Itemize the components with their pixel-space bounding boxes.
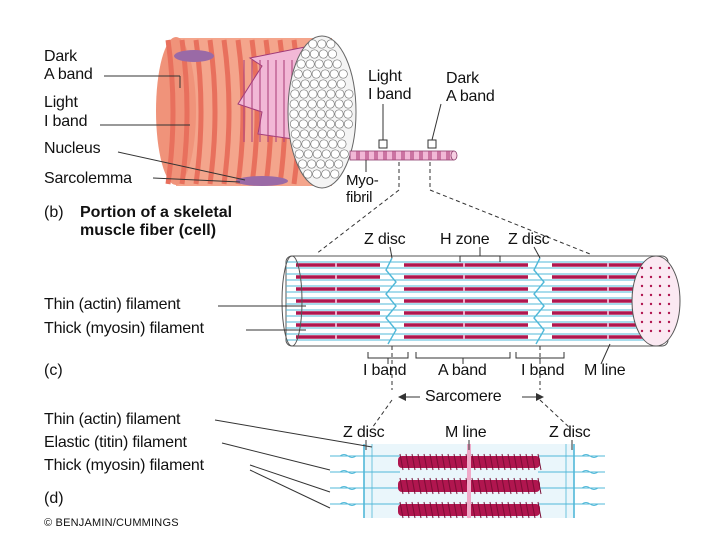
myofibril-end-face [631,255,681,347]
z-disc-right-label: Z disc [508,231,550,248]
z-disc-right-line [533,257,545,345]
z-disc-right-label-d: Z disc [549,424,591,441]
copyright-notice: © BENJAMIN/CUMMINGS [44,517,179,529]
myofibril-segment [281,255,681,347]
light-i-band-label-line1: Light [44,94,78,111]
thin-actin-filament-label-d: Thin (actin) filament [44,411,181,428]
myofibril-ends [289,39,354,179]
sarcolemma-label: Sarcolemma [44,170,132,187]
thick-myosin-filament-label-d: Thick (myosin) filament [44,457,204,474]
a-band-label: A band [438,362,487,379]
thick-myosin-filament-label-c: Thick (myosin) filament [44,320,204,337]
elastic-titin-filament-label: Elastic (titin) filament [44,434,187,451]
z-disc-left-line [385,257,397,345]
panel-c-leaders [218,246,611,365]
i-band-right-label: I band [521,362,565,379]
z-disc-left-label: Z disc [364,231,406,248]
h-zone-label: H zone [440,231,490,248]
nucleus-label: Nucleus [44,140,101,157]
zoom-lines-c-d [371,346,571,429]
m-line-label-d: M line [445,424,487,441]
zoom-lines-b-c [315,162,591,255]
panel-b-caption-line2: muscle fiber (cell) [80,222,217,239]
i-band-left-label: I band [363,362,407,379]
dark-a-band-right-line2: A band [446,88,495,105]
myofibril-label-line2: fibril [346,189,373,206]
nucleus-bottom [236,176,288,186]
muscle-fiber [156,35,357,189]
thin-actin-filament-label-c: Thin (actin) filament [44,296,181,313]
sarcomere-filaments [286,261,668,341]
dark-a-band-label-line2: A band [44,66,93,83]
panel-b-letter: (b) [44,204,64,221]
sarcomere-label: Sarcomere [425,388,502,405]
light-i-band-right-line2: I band [368,86,412,103]
sarcomere-arrow [398,393,544,401]
myofibril-label-line1: Myo- [346,172,379,189]
sarcomere-detail [330,444,605,519]
m-line-label-c: M line [584,362,626,379]
dark-a-band-right-line1: Dark [446,70,479,87]
light-i-band-right-line1: Light [368,68,402,85]
panel-d-letter: (d) [44,490,64,507]
nucleus-top [174,50,214,62]
panel-c-letter: (c) [44,362,63,379]
single-myofibril [349,150,458,161]
panel-b-caption-line1: Portion of a skeletal [80,204,233,221]
panel-b-leaders [100,75,442,183]
light-i-band-label-line2: I band [44,113,88,130]
dark-a-band-label-line1: Dark [44,48,77,65]
panel-d-leaders [214,419,573,509]
z-disc-left-label-d: Z disc [343,424,385,441]
